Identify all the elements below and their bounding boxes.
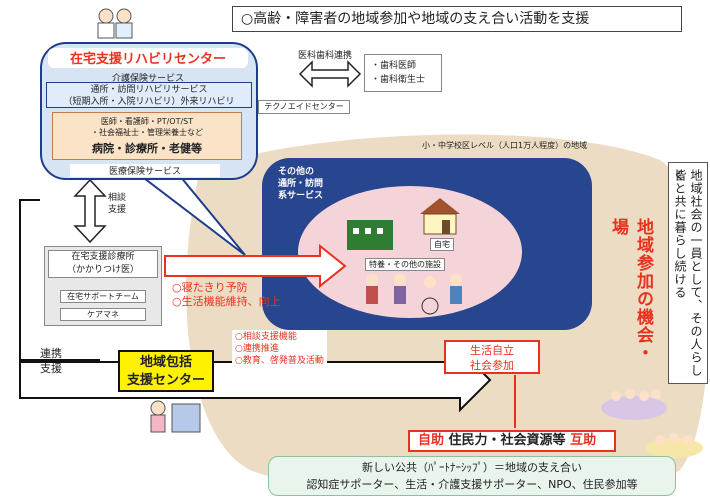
staff-building-icon	[150, 400, 201, 433]
care-service-label: 介護保険サービス	[111, 74, 184, 84]
prevention-text: ○寝たきり予防 ○生活機能維持、向上	[172, 281, 281, 309]
consult-l1: 相談	[108, 193, 127, 203]
staff-line-2: ・社会福祉士・管理栄養士など	[91, 128, 203, 137]
hub-box: 地域包括 支援センター	[118, 350, 214, 392]
link-line	[19, 199, 100, 361]
functions-l2: ○連携推進	[235, 344, 279, 354]
elderly-people-icon	[366, 274, 462, 315]
participation-label: 地域参加の機会・場	[608, 218, 653, 362]
functions-l1: ○相談支援機能	[235, 332, 297, 342]
consult-l2: 支援	[108, 205, 127, 215]
facility-area	[298, 186, 522, 318]
residents-group-icon	[601, 389, 667, 420]
dental-box: ・歯科医師 ・歯科衛生士	[364, 54, 442, 92]
medical-staff-icon	[97, 8, 133, 39]
techno-aid-box: テクノエイドセンター	[258, 100, 350, 114]
consult-arrow	[73, 178, 107, 244]
staff-line-1: 医師・看護師・PT/OT/ST	[100, 117, 194, 126]
clinic-l1: 在宅支援診療所	[71, 252, 135, 262]
mutual-help: 互助	[570, 433, 597, 448]
school-zone-label: 小・中学校区レベル（人口1万人程度）の地域	[422, 141, 588, 150]
other-services-l3: 系サービス	[278, 191, 324, 201]
clinic-l2: （かかりつけ医）	[66, 265, 140, 275]
prevention-l2: ○生活機能維持、向上	[172, 295, 281, 308]
dental-arrow	[298, 60, 362, 88]
support-team-box: 在宅サポートチーム	[60, 290, 146, 303]
dental-item-2: ・歯科衛生士	[371, 75, 426, 85]
hub-l1: 地域包括	[139, 355, 192, 370]
other-services-label: その他の 通所・訪問 系サービス	[278, 166, 323, 202]
home-icon	[420, 198, 460, 235]
other-services-l1: その他の	[278, 167, 315, 177]
public-l1: 新しい公共（ﾊﾟｰﾄﾅｰｼｯﾌﾟ）＝地域の支え合い	[362, 461, 582, 474]
other-services-l2: 通所・訪問	[278, 179, 324, 189]
community-box: 地域社会の一員として、その人らしく 皆と共に暮らし続ける	[668, 162, 708, 384]
facility-label: 特養・その他の施設	[365, 258, 445, 271]
functions-l3: ○教育、啓発普及活動	[235, 356, 324, 366]
hub-l2: 支援センター	[126, 373, 205, 388]
consult-label: 相談 支援	[108, 192, 126, 216]
rehab-service-box: 通所・訪問リハビリサービス （短期入所・入院リハビリ）外来リハビリ	[46, 82, 252, 108]
public-box: 新しい公共（ﾊﾟｰﾄﾅｰｼｯﾌﾟ）＝地域の支え合い 認知症サポーター、生活・介護…	[268, 456, 676, 496]
prevention-l1: ○寝たきり予防	[172, 281, 248, 294]
children-group-icon	[645, 433, 703, 458]
facility-icon	[347, 220, 393, 250]
rehab-center-title: 在宅支援リハビリセンター	[48, 48, 248, 68]
clinic-box: 在宅支援診療所 （かかりつけ医）	[48, 250, 158, 278]
dental-item-1: ・歯科医師	[371, 61, 417, 71]
hospital-label: 病院・診療所・老健等	[92, 142, 202, 155]
cooperation-label: 連携 支援	[40, 346, 62, 376]
mutual-help-box: 自助 住民力・社会資源等 互助	[408, 430, 616, 452]
home-label: 自宅	[430, 238, 454, 251]
community-l2: 皆と共に暮らし続ける	[673, 169, 687, 299]
dental-link-label: 医科歯科連携	[298, 51, 353, 61]
rehab-line-1: 通所・訪問リハビリサービス	[90, 85, 208, 95]
cooperation-l1: 連携	[40, 347, 62, 360]
hub-functions: ○相談支援機能 ○連携推進 ○教育、啓発普及活動	[232, 330, 327, 368]
care-manager-box: ケアマネ	[60, 308, 146, 321]
mutual-self: 自助	[418, 433, 445, 448]
community-l1: 地域社会の一員として、その人らしく	[672, 169, 703, 377]
rehab-line-2: （短期入所・入院リハビリ）外来リハビリ	[63, 97, 235, 107]
top-banner: ○高齢・障害者の地域参加や地域の支え合い活動を支援	[232, 6, 682, 32]
independence-box: 生活自立 社会参加	[444, 340, 540, 374]
public-l2: 認知症サポーター、生活・介護支援サポーター、NPO、住民参加等	[306, 478, 638, 491]
cooperation-l2: 支援	[40, 362, 62, 375]
medical-service-label: 医療保険サービス	[70, 164, 220, 177]
hospital-box: 医師・看護師・PT/OT/ST ・社会福祉士・管理栄養士など 病院・診療所・老健…	[52, 112, 242, 160]
mutual-mid: 住民力・社会資源等	[448, 433, 566, 448]
prevention-arrow	[164, 243, 347, 289]
independence-l2: 社会参加	[470, 359, 514, 372]
independence-l1: 生活自立	[470, 344, 514, 357]
